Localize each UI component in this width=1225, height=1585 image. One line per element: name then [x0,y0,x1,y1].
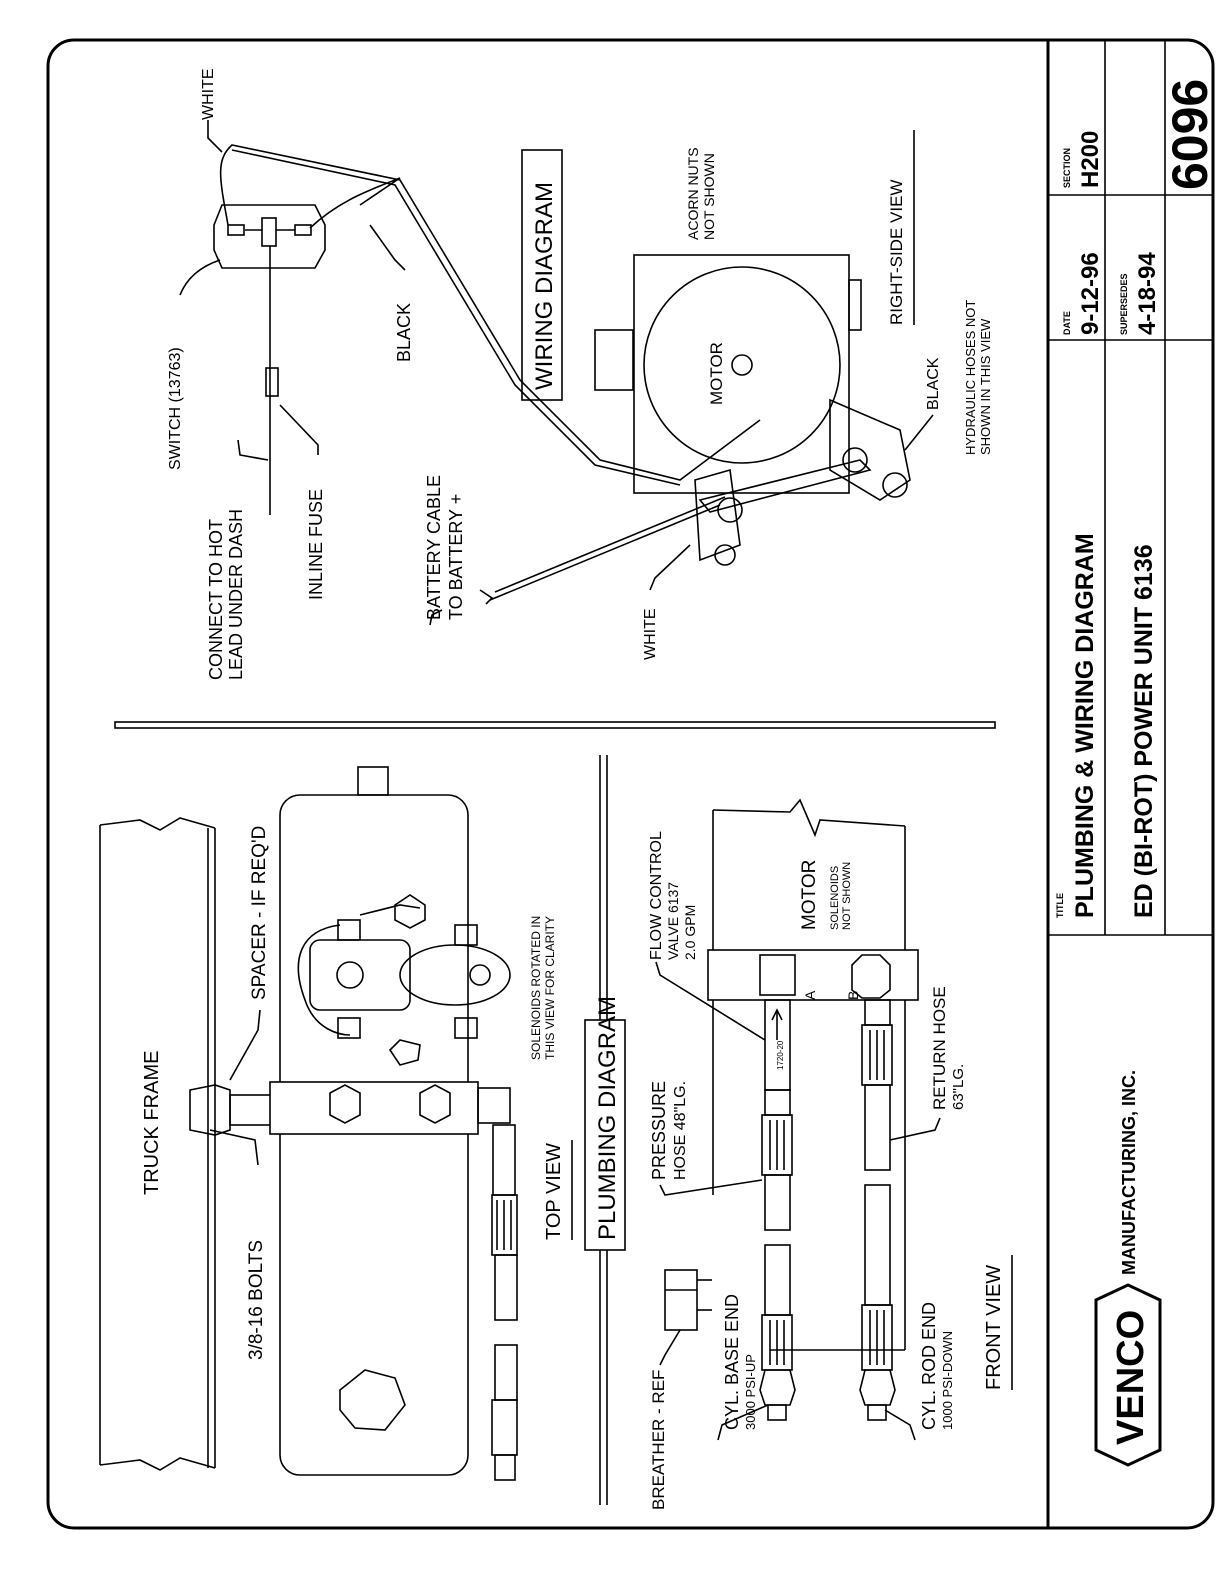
drawing-number: 6096 [1162,79,1218,190]
wiring-diagram: WIRING DIAGRAM RIGHT-SIDE VIEW ACORN NUT… [167,68,993,680]
return-hose [864,1084,891,1171]
section-label: SECTION [1062,148,1072,188]
cyl-base-label-1: CYL. BASE END [722,1294,742,1430]
top-view-label: TOP VIEW [543,1143,565,1240]
logo-text: VENCO [1110,1310,1152,1445]
plumbing-heading: PLUMBING DIAGRAM [594,996,621,1240]
supersedes-value: 4-18-94 [1134,252,1161,335]
switch-label: SWITCH (13763) [167,347,184,470]
connect-label-2: LEAD UNDER DASH [226,509,246,680]
acorn-note-1: ACORN NUTS [685,147,701,240]
solenoid-bracket [829,398,911,501]
wiring-heading: WIRING DIAGRAM [531,182,558,390]
motor-label-wiring: MOTOR [707,342,726,405]
wiring-heading-box [521,149,563,401]
title-label: TITLE [1055,893,1065,918]
port-b-label: B [845,991,861,1000]
title-line-1: PLUMBING & WIRING DIAGRAM [1071,533,1099,918]
motor-circle [643,266,841,464]
right-side-view-label: RIGHT-SIDE VIEW [887,180,906,325]
front-view-label: FRONT VIEW [983,1265,1005,1390]
solenoid-note-2: THIS VIEW FOR CLARITY [543,916,557,1060]
motor-note-2: NOT SHOWN [841,862,853,930]
return-label-2: 63"LG. [950,1064,967,1110]
manifold-block [269,1081,479,1135]
switch-body [213,204,326,269]
hydraulic-note-2: SHOWN IN THIS VIEW [978,318,993,455]
solenoid-1 [309,939,411,1011]
cyl-rod-label-1: CYL. ROD END [919,1302,939,1430]
acorn-note-2: NOT SHOWN [701,153,717,240]
date-value: 9-12-96 [1077,252,1104,335]
flow-control-label-3: 2.0 GPM [682,905,698,960]
inline-fuse [265,367,279,397]
breather-ref [664,1269,698,1331]
white-bottom-label: WHITE [642,608,659,660]
bolt-head [189,1084,231,1136]
return-label-1: RETURN HOSE [930,986,949,1110]
pressure-hose [764,1174,791,1231]
battery-label-1: BATTERY CABLE [424,475,444,620]
truck-frame-label: TRUCK FRAME [141,1051,163,1195]
solenoid-note-1: SOLENOIDS ROTATED IN [529,916,543,1060]
black-left-label: BLACK [394,303,414,362]
connect-label-1: CONNECT TO HOT [206,519,226,680]
motor-note-1: SOLENOIDS [829,866,841,930]
motor-fitting [594,329,634,391]
spacer-label: SPACER - IF REQ'D [249,826,270,1000]
tank-plug [339,1369,406,1431]
flow-control-label-1: FLOW CONTROL [648,831,665,960]
venco-logo: VENCO [1094,1283,1162,1467]
cyl-base-label-2: 3000 PSI-UP [743,1354,758,1430]
linkage-arm [698,459,872,513]
plumbing-diagram: TRUCK FRAME SPACER - IF REQ'D 3/8-16 BOL… [99,755,1013,1510]
pressure-label-1: PRESSURE [649,1081,669,1180]
bolts-label: 3/8-16 BOLTS [246,1240,267,1360]
motor-label-plumbing: MOTOR [799,860,820,930]
hydraulic-note-1: HYDRAULIC HOSES NOT [963,300,978,455]
title-block: TITLE PLUMBING & WIRING DIAGRAM ED (BI-R… [1048,40,1218,1467]
company-name: MANUFACTURING, INC. [1119,1070,1139,1275]
breather-label: BREATHER - REF [649,1370,668,1510]
solenoid-2 [399,944,511,1006]
title-line-2: ED (BI-ROT) POWER UNIT 6136 [1130,544,1158,918]
pressure-label-2: HOSE 48"LG. [672,1081,689,1180]
inline-fuse-label: INLINE FUSE [306,489,326,600]
motor-housing [633,254,850,494]
sheet-border [46,38,1215,1530]
date-label: DATE [1062,311,1072,335]
port-a-label: A [802,990,818,1000]
plumbing-heading-box [584,1019,626,1251]
white-top-label: WHITE [200,68,217,120]
supersedes-label: SUPERSEDES [1119,273,1129,335]
valve-mark: 1720-20 [776,1040,785,1070]
section-value: H200 [1077,131,1104,188]
flow-control-label-2: VALVE 6137 [665,882,681,960]
section-separator [114,721,996,729]
cyl-rod-label-2: 1000 PSI-DOWN [940,1331,955,1430]
battery-label-2: TO BATTERY + [446,494,466,620]
black-right-label: BLACK [925,357,942,410]
